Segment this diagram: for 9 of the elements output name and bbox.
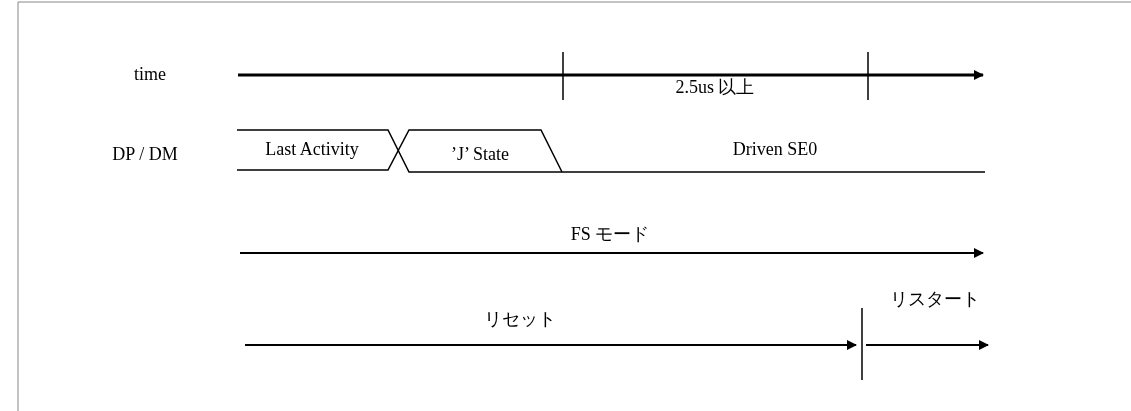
axis-label: time	[134, 65, 166, 85]
phase-label: リセット	[484, 310, 556, 330]
state-label: ’J’ State	[450, 145, 510, 165]
duration-label: 2.5us 以上	[675, 78, 755, 98]
signal-label: DP / DM	[112, 145, 178, 165]
mode-label: FS モード	[570, 225, 650, 245]
state-label: Last Activity	[265, 140, 359, 160]
state-label: Driven SE0	[732, 140, 818, 160]
phase-label: リスタート	[890, 290, 980, 310]
